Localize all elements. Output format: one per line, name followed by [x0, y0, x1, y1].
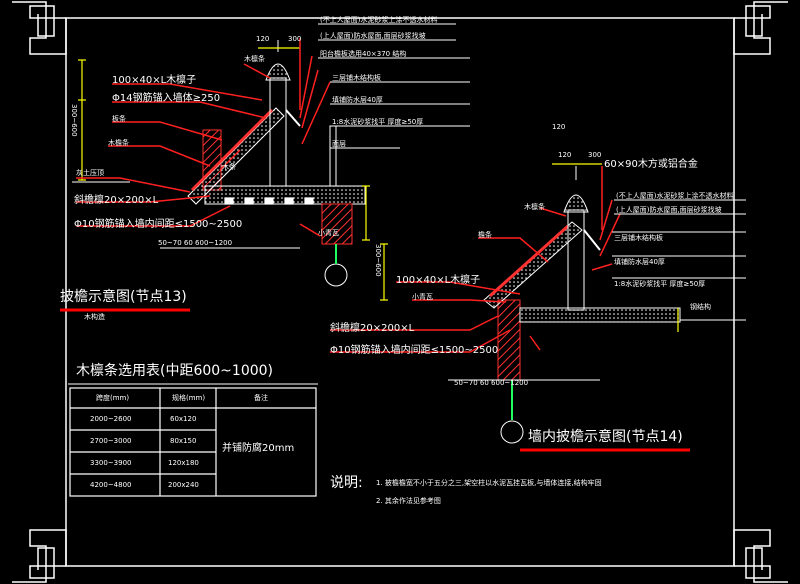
node14-section: [330, 163, 746, 444]
node14-roof-slope: [483, 221, 583, 309]
node14-label-gutter: 钢结构: [690, 303, 711, 311]
node13-label-gutter-wood: 木条: [222, 163, 236, 171]
node13-dim-bottom: 50~70 60 600~1200: [158, 239, 233, 247]
node13-label-anchor: Φ10钢筋锚入墙内间距≤1500~2500: [74, 219, 243, 230]
node13-callout-3: 三层铺木结构板: [332, 74, 381, 82]
node14-label-purlin: 100×40×L木檩子: [396, 275, 481, 286]
table-header-note: 备注: [254, 394, 268, 402]
node14-label-eave-beam: 斜檐檩20×200×L: [330, 323, 415, 334]
node14-label-strut-mid: 檐条: [478, 231, 492, 239]
decorative-frame: [12, 1, 788, 583]
node13-dome: [265, 63, 291, 81]
node13-title: 披檐示意图(节点13): [60, 289, 187, 305]
table-header-spec: 规格(mm): [172, 394, 206, 402]
node14-callout-3: 填铺防水层40厚: [614, 258, 665, 266]
node13-dim-top-b: 300: [288, 35, 302, 43]
notes-label: 说明:: [330, 475, 363, 491]
table-cell-spec: 200x240: [168, 481, 199, 489]
node13-callout-5: 1:8水泥砂浆找平 厚度≥50厚: [332, 118, 424, 126]
node14-dimension-lines: [380, 163, 679, 332]
node13-label-strut-mid: 板条: [112, 115, 126, 123]
node13-callout-2: 阳台檐板选用40×370 结构: [320, 50, 407, 58]
node13-section: [72, 23, 470, 287]
node13-callout-1: (上人屋面)防水屋面,面层砂浆找坡: [320, 32, 426, 40]
node14-callout-0: (不上人屋面)水泥砂浆上涂不透水材料: [616, 192, 734, 200]
table-cell-span: 2700~3000: [90, 437, 132, 445]
node13-label-nail: Φ14钢筋锚入墙体≥250: [112, 93, 221, 104]
table-grid: [69, 387, 317, 497]
table-cell-span: 4200~4800: [90, 481, 132, 489]
node13-subtitle: 木构造: [84, 313, 105, 321]
node13-slab-blocks: [224, 197, 314, 205]
node14-title: 墙内披檐示意图(节点14): [528, 429, 683, 445]
node14-slab: [519, 307, 681, 323]
node13-beam-hatch: [321, 203, 353, 245]
node13-dimension-lines: [78, 47, 370, 241]
node14-callout-1: (上人屋面)防水屋面,面层砂浆找坡: [616, 206, 722, 214]
node13-label-strut-top: 木檩条: [244, 55, 265, 63]
node13-callout-6: 面层: [332, 140, 346, 148]
node14-label-anchor: Φ10钢筋锚入墙内间距≤1500~2500: [330, 345, 499, 356]
table-cell-note: 并铺防腐20mm: [222, 443, 295, 454]
node13-callout-0: (不上人屋面)水泥砂浆上涂不透水材料: [320, 16, 438, 24]
notes-item-2: 2. 其余作法见参考图: [376, 497, 441, 505]
node13-label-tile: 小青瓦: [318, 229, 339, 237]
node13-dim-top-a: 120: [256, 35, 270, 43]
node13-axis-circle: [324, 263, 348, 287]
node14-dim-top-a: 120: [558, 151, 572, 159]
node13-label-purlin: 100×40×L木檩子: [112, 75, 197, 86]
notes-item-1: 1. 披檐檐宽不小于五分之三,架空柱以水泥瓦挂瓦板,与墙体连接,结构牢固: [376, 479, 602, 487]
node14-leader-lines: [330, 166, 621, 353]
node13-callout-lines: [318, 23, 470, 149]
node14-callout-lines: [612, 199, 746, 321]
table-title: 木檩条选用表(中距600~1000): [76, 363, 274, 379]
table-cell-spec: 80x150: [170, 437, 197, 445]
node14-dim-height: 300~600: [374, 244, 382, 277]
node14-axis-circle: [500, 420, 524, 444]
node14-dim-top-b: 300: [588, 151, 602, 159]
table-header-span: 跨度(mm): [96, 394, 130, 402]
node13-post: [269, 77, 287, 187]
table-cell-spec: 120x180: [168, 459, 199, 467]
node14-dim-top-0: 120: [552, 123, 566, 131]
node14-callout-4: 1:8水泥砂浆找平 厚度≥50厚: [614, 280, 706, 288]
node13-label-ridge: 木檐条: [108, 139, 129, 147]
node13-callout-4: 填铺防水层40厚: [332, 96, 383, 104]
node13-leader-lines: [76, 38, 331, 237]
node13-label-wall-top: 灰土压顶: [76, 169, 104, 177]
node14-dim-bottom: 50~70 60 600~1200: [454, 379, 529, 387]
table-cell-span: 2000~2600: [90, 415, 132, 423]
node14-label-strut-top: 木檩条: [524, 203, 545, 211]
node14-roof-flashing: [488, 224, 570, 298]
table-cell-span: 3300~3900: [90, 459, 132, 467]
node14-dome: [563, 194, 589, 213]
node13-roof-flashing: [190, 108, 274, 192]
node14-wall-hatch: [497, 299, 521, 381]
node14-label-batten: 60×90木方或铝合金: [604, 159, 698, 170]
node13-label-eave-beam: 斜檐檩20×200×L: [74, 195, 159, 206]
table-cell-spec: 60x120: [170, 415, 197, 423]
node13-dim-height: 300~600: [70, 104, 78, 137]
node14-label-tile: 小青瓦: [412, 293, 433, 301]
node14-callout-2: 三层铺木结构板: [614, 234, 663, 242]
